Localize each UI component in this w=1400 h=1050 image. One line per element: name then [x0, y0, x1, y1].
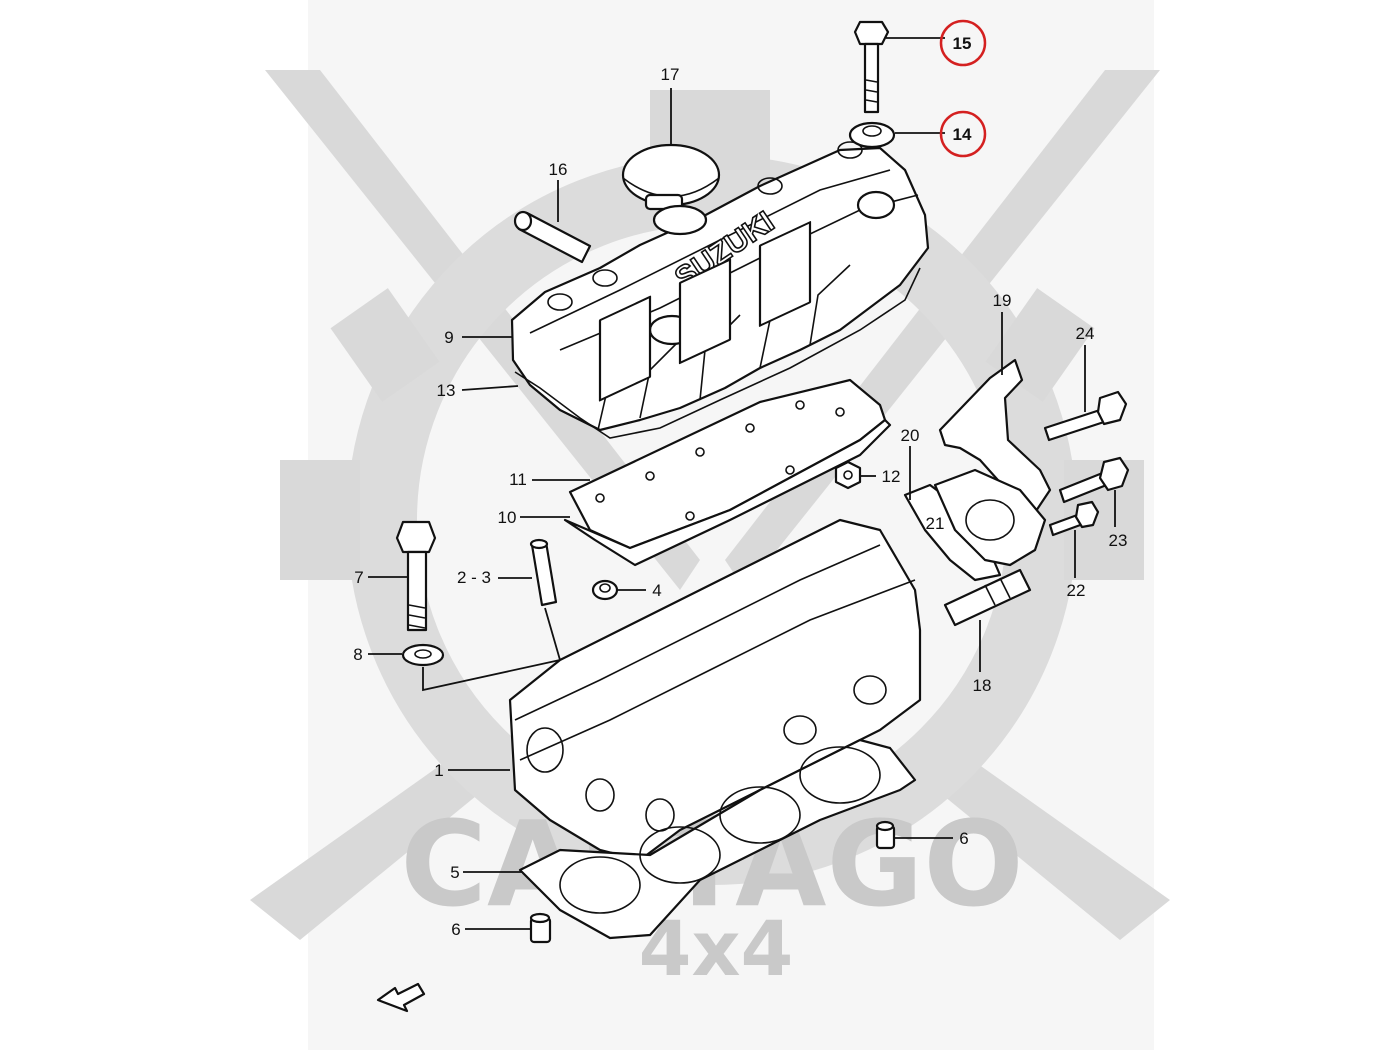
label-16: 16	[549, 160, 568, 179]
part-15-cover-bolt	[853, 20, 890, 114]
label-9: 9	[444, 328, 453, 347]
highlight-ring-15	[939, 19, 987, 67]
label-19: 19	[993, 291, 1012, 310]
label-17: 17	[661, 65, 680, 84]
label-15: 15	[953, 34, 972, 53]
label-4: 4	[652, 581, 661, 600]
part-16-dowel	[513, 210, 592, 264]
label-11: 11	[509, 470, 527, 489]
part-14-grommet	[848, 121, 896, 149]
part-4-valve-seal	[591, 579, 619, 601]
part-19-bracket	[938, 358, 1052, 532]
label-6-upper: 6	[959, 829, 968, 848]
label-24: 24	[1076, 324, 1095, 343]
label-5: 5	[450, 863, 459, 882]
label-14: 14	[953, 125, 972, 144]
label-12: 12	[882, 467, 901, 486]
label-10: 10	[498, 508, 517, 527]
part-20-distributor-case	[903, 468, 1047, 582]
part-23-bolt	[1058, 456, 1130, 504]
label-22: 22	[1067, 581, 1086, 600]
label-2-3: 2 - 3	[457, 568, 491, 587]
label-21: 21	[926, 514, 945, 533]
label-13: 13	[437, 381, 456, 400]
part-10-plate-gasket	[563, 418, 892, 567]
part-22-bolt	[1048, 500, 1100, 537]
part-1-cylinder-head	[508, 221, 922, 862]
label-18: 18	[973, 676, 992, 695]
part-18-sensor	[943, 568, 1032, 627]
part-12-nut	[834, 460, 862, 490]
leader-lines	[368, 37, 1116, 930]
part-2-3-valve-guide	[529, 538, 558, 607]
label-6-lower: 6	[451, 920, 460, 939]
part-7-head-bolt	[395, 520, 437, 632]
highlight-ring-14	[939, 110, 987, 158]
part-8-washer	[401, 643, 445, 667]
label-23: 23	[1109, 531, 1128, 550]
part-5-head-gasket	[518, 738, 917, 940]
label-1: 1	[434, 761, 443, 780]
front-direction-arrow-icon	[376, 982, 426, 1013]
part-13-cover-gasket	[514, 267, 921, 439]
label-7: 7	[354, 568, 363, 587]
part-24-bolt	[1043, 390, 1128, 442]
label-8: 8	[353, 645, 362, 664]
part-6-dowel-pin-lower	[529, 912, 552, 944]
part-6-dowel-pin-upper	[875, 820, 896, 850]
label-20: 20	[901, 426, 920, 445]
